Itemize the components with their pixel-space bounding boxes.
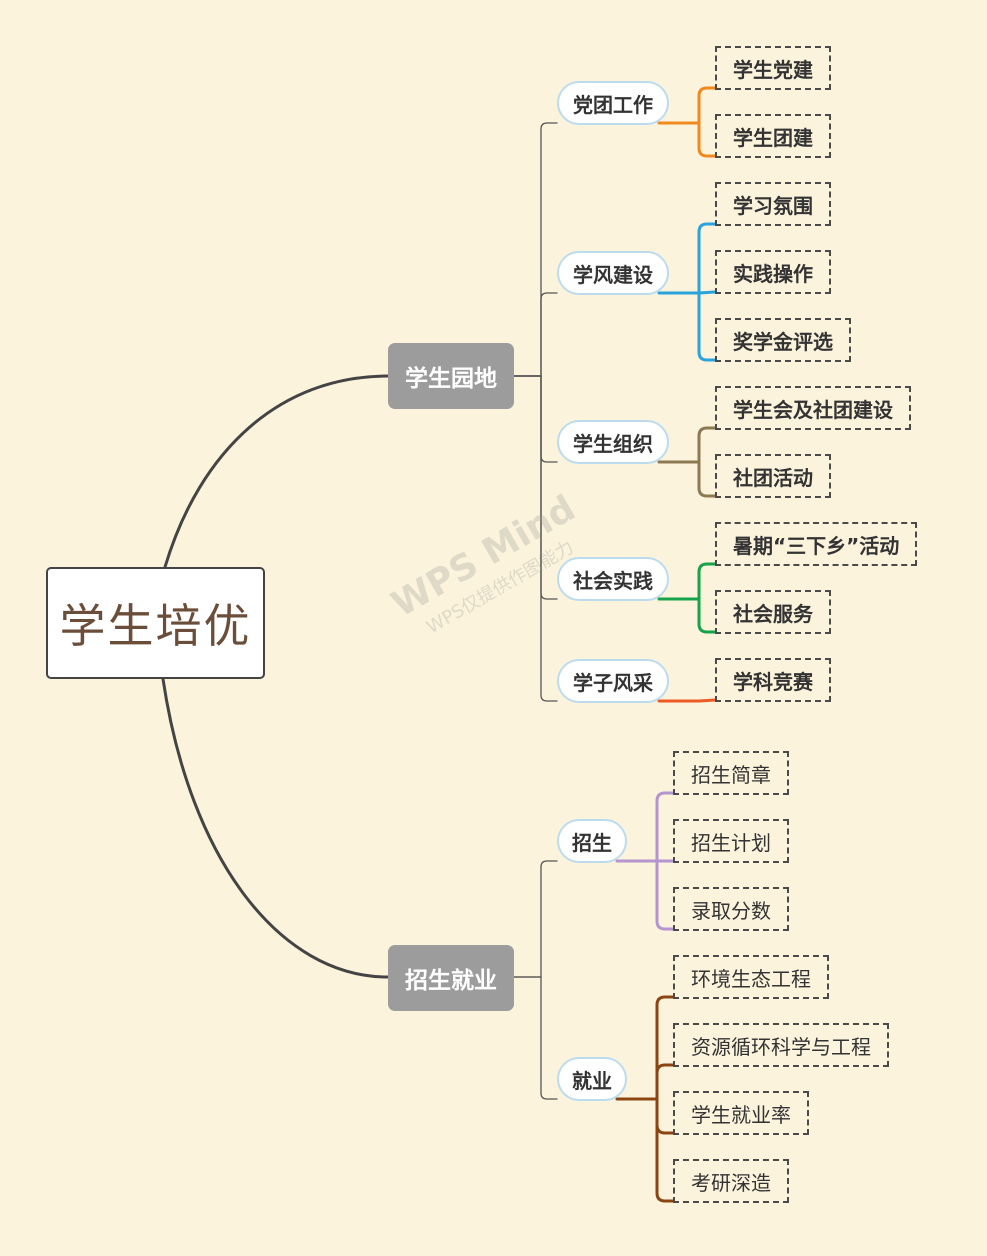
- leaf-node[interactable]: 社会服务: [715, 590, 831, 634]
- branch-sub-link: [513, 292, 558, 377]
- leaf-link: [697, 597, 717, 634]
- branch-sub-link: [513, 375, 558, 702]
- leaf-link: [697, 290, 717, 295]
- sub-node-student-org[interactable]: 学生组织: [557, 420, 669, 464]
- leaf-link: [655, 1063, 675, 1101]
- leaf-node[interactable]: 暑期“三下乡”活动: [715, 522, 918, 566]
- sub-node-party-league[interactable]: 党团工作: [557, 81, 669, 125]
- leaf-node[interactable]: 学生党建: [715, 46, 831, 90]
- leaf-link: [697, 460, 717, 498]
- leaf-node[interactable]: 学习氛围: [715, 182, 831, 226]
- branch-sub-link: [513, 375, 558, 463]
- sub-node-social-practice[interactable]: 社会实践: [557, 557, 669, 601]
- leaf-link: [697, 121, 717, 158]
- leaf-node[interactable]: 学生团建: [715, 114, 831, 158]
- leaf-link: [697, 86, 717, 125]
- leaf-node[interactable]: 招生计划: [673, 819, 789, 863]
- leaf-node[interactable]: 社团活动: [715, 454, 831, 498]
- branch-node-student-garden[interactable]: 学生园地: [388, 343, 514, 409]
- root-node[interactable]: 学生培优: [46, 567, 265, 679]
- leaf-link: [655, 1097, 675, 1135]
- leaf-node[interactable]: 招生简章: [673, 751, 789, 795]
- branch-sub-link: [513, 375, 558, 600]
- leaf-link: [655, 1097, 675, 1203]
- leaf-node[interactable]: 学生就业率: [673, 1091, 809, 1135]
- sub-node-employment[interactable]: 就业: [557, 1057, 627, 1101]
- branch-node-admission-employment[interactable]: 招生就业: [388, 945, 514, 1011]
- root-link-lower: [161, 677, 390, 979]
- leaf-node[interactable]: 资源循环科学与工程: [673, 1023, 889, 1067]
- leaf-link: [655, 791, 675, 863]
- leaf-link: [697, 426, 717, 464]
- leaf-node[interactable]: 学科竞赛: [715, 658, 831, 702]
- leaf-link: [655, 859, 675, 931]
- leaf-link: [655, 995, 675, 1101]
- leaf-node[interactable]: 实践操作: [715, 250, 831, 294]
- leaf-node[interactable]: 录取分数: [673, 887, 789, 931]
- branch-sub-link: [513, 860, 558, 978]
- leaf-node[interactable]: 学生会及社团建设: [715, 386, 911, 430]
- root-link-upper: [163, 374, 390, 569]
- leaf-link: [697, 698, 717, 703]
- leaf-node[interactable]: 考研深造: [673, 1159, 789, 1203]
- leaf-link: [697, 562, 717, 601]
- leaf-link: [697, 291, 717, 362]
- branch-sub-link: [513, 122, 558, 377]
- branch-sub-link: [513, 976, 558, 1100]
- sub-node-student-showcase[interactable]: 学子风采: [557, 659, 669, 703]
- leaf-link: [697, 222, 717, 295]
- leaf-node[interactable]: 环境生态工程: [673, 955, 829, 999]
- sub-node-admission[interactable]: 招生: [557, 819, 627, 863]
- sub-node-study-style[interactable]: 学风建设: [557, 251, 669, 295]
- leaf-node[interactable]: 奖学金评选: [715, 318, 851, 362]
